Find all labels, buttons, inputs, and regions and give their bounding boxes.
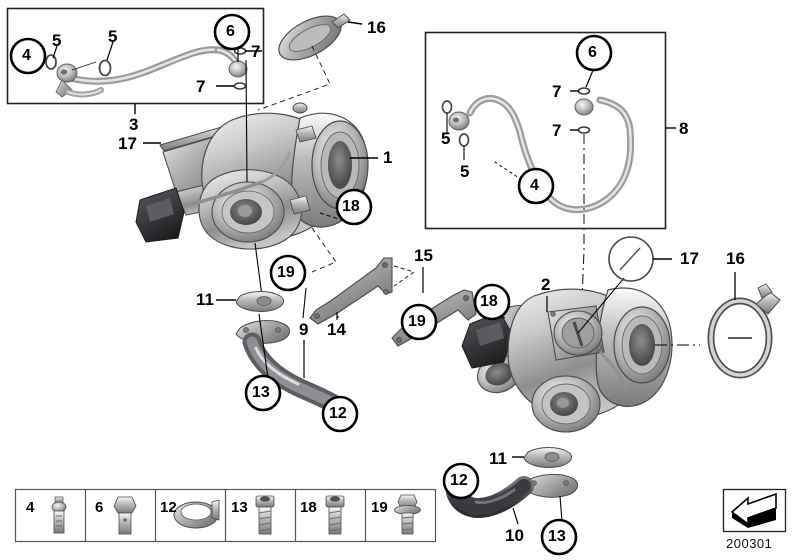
legend-num-12: 12 (160, 499, 177, 516)
legend-strip (14, 488, 437, 543)
mounting-bracket-15 (391, 267, 477, 347)
label-7-left-b: 7 (196, 77, 206, 96)
label-2: 2 (541, 275, 551, 294)
callout-4b: 4 (530, 177, 539, 194)
label-5-right-a: 5 (441, 129, 451, 148)
label-10: 10 (505, 526, 524, 545)
callout-18b: 18 (480, 293, 498, 310)
label-7-left-a: 7 (251, 42, 261, 61)
orientation-arrow-icon (722, 488, 787, 533)
label-1: 1 (383, 148, 393, 167)
callout-13a: 13 (252, 384, 270, 401)
mounting-bracket-14 (302, 257, 416, 325)
label-11-right: 11 (489, 449, 507, 468)
callout-6a: 6 (226, 23, 235, 40)
callout-19b: 19 (408, 313, 426, 330)
turbocharger-left (135, 59, 378, 297)
v-band-clamp-right (707, 272, 781, 379)
legend-icon-hose-clamp (173, 499, 220, 529)
label-8: 8 (679, 119, 689, 138)
legend-num-6: 6 (95, 499, 104, 516)
callout-13b: 13 (548, 528, 566, 545)
label-7-right-b: 7 (552, 121, 562, 140)
legend-icon-banjo-bolt (51, 496, 67, 534)
callout-12a: 12 (329, 405, 347, 422)
diagram-number: 200301 (726, 536, 773, 551)
legend-icon-socket-screw-13 (255, 495, 275, 535)
oil-drain-hose-10 (446, 447, 579, 525)
callout-circles (9, 13, 672, 556)
label-17-left: 17 (118, 134, 137, 153)
turbocharger-right (461, 277, 700, 433)
label-5-left-a: 5 (52, 31, 62, 50)
label-5-left-b: 5 (108, 27, 118, 46)
callout-12b: 12 (450, 472, 468, 489)
label-15: 15 (414, 246, 433, 265)
legend-num-19: 19 (371, 499, 388, 516)
label-3: 3 (129, 115, 139, 134)
callout-18a: 18 (342, 198, 360, 215)
callout-6b: 6 (588, 44, 597, 61)
label-16-top: 16 (367, 18, 386, 37)
label-9: 9 (299, 320, 309, 339)
label-11-left: 11 (196, 290, 214, 309)
v-band-clamp-top (257, 13, 363, 111)
legend-icon-socket-screw-18 (325, 495, 345, 535)
label-14: 14 (327, 320, 346, 339)
inset-box-left (6, 7, 265, 114)
legend-num-13: 13 (231, 499, 248, 516)
legend-num-18: 18 (300, 499, 317, 516)
label-7-right-a: 7 (552, 82, 562, 101)
legend-num-4: 4 (26, 499, 35, 516)
callout-19a: 19 (277, 264, 295, 281)
legend-icon-flange-bolt (394, 494, 421, 535)
callout-4a: 4 (22, 47, 31, 64)
label-16-right: 16 (726, 249, 745, 268)
legend-icon-hex-bolt (113, 496, 137, 535)
label-5-right-b: 5 (460, 162, 470, 181)
label-17-right: 17 (680, 249, 699, 268)
